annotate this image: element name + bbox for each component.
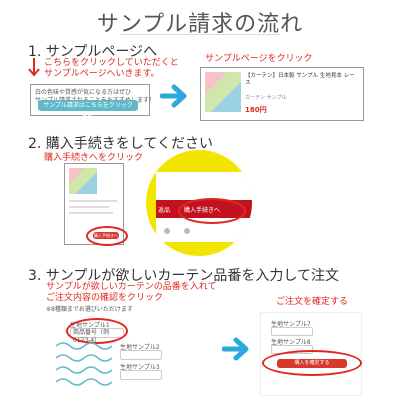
- step1-instruction-1: こちらをクリックしていただくと: [44, 58, 179, 68]
- zoom-icon-a: [164, 228, 170, 234]
- step1-heading: 1. サンプルページへ: [28, 44, 158, 60]
- product-card[interactable]: 【カーテン】日本製 サンプル 生地見本 レース カーテン サンプル 180円: [200, 67, 364, 121]
- arrow-down-icon: [28, 58, 40, 77]
- right-input-1[interactable]: [271, 327, 313, 336]
- step3-heading: 3. サンプルが欲しいカーテン品番を入力して注文: [28, 268, 339, 284]
- cart-line-2: [69, 206, 109, 208]
- confirm-button-highlight: [262, 350, 362, 376]
- confirm-callout: ご注文を確定する: [276, 297, 349, 307]
- zoom-icon-b: [184, 228, 190, 234]
- product-subtitle: カーテン サンプル: [245, 95, 287, 101]
- form-label-2: 生地サンプル2: [120, 344, 160, 351]
- product-thumbnail: [205, 72, 241, 112]
- step3-instruction-2: ご注文内容の確認をクリック: [46, 293, 164, 303]
- cart-line-3: [69, 212, 113, 214]
- step1-callout: サンプルページをクリック: [205, 54, 313, 64]
- step2-callout: 購入手続きへをクリック: [44, 153, 144, 163]
- product-price: 180円: [245, 106, 267, 114]
- title-underline: [120, 34, 280, 35]
- page-title: サンプル請求の流れ: [96, 12, 304, 37]
- product-title[interactable]: 【カーテン】日本製 サンプル 生地見本 レース: [245, 73, 355, 86]
- wave-decoration: [56, 342, 112, 386]
- sample-input-3[interactable]: [120, 370, 162, 380]
- step2-heading: 2. 購入手続きをしてください: [28, 136, 213, 152]
- zoom-button-highlight: [178, 198, 246, 224]
- right-label-2: 生地サンプル8: [271, 339, 311, 346]
- form-label-3: 生地サンプル3: [120, 364, 160, 371]
- sample-request-button[interactable]: サンプル請求はこちらをクリック ▶▶: [38, 100, 138, 120]
- step3-instruction-1: サンプルが欲しいカーテンの品番を入れて: [46, 282, 217, 292]
- cart-thumbnail: [69, 168, 97, 194]
- step1-instruction-2: サンプルページへいきます。: [44, 69, 160, 79]
- input-highlight: [66, 318, 128, 344]
- sample-info-line1: 白の色味や質感が気になる方はぜひ: [35, 89, 132, 96]
- cart-button-highlight: [86, 226, 128, 246]
- arrow-right-icon: [222, 337, 249, 361]
- step3-note: ※8種類までお選びいただけます: [46, 306, 133, 313]
- zoom-highlight: 返品 購入手続きへ: [146, 150, 252, 256]
- sample-input-2[interactable]: [120, 350, 162, 360]
- arrow-right-icon: [160, 84, 187, 108]
- cart-line-1: [69, 200, 117, 202]
- zoom-left-tab[interactable]: 返品: [158, 207, 171, 214]
- right-label-1: 生地サンプル7: [271, 321, 311, 328]
